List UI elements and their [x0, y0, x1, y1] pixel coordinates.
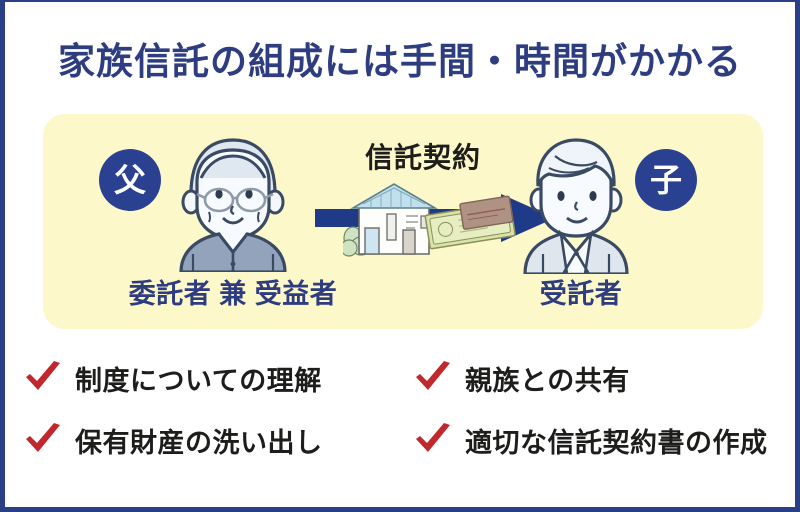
requirements-checklist: 制度についての理解 親族との共有 保有財産の洗い出し: [5, 347, 795, 471]
check-icon: [23, 361, 63, 395]
young-man-icon: [511, 134, 641, 276]
list-item: 親族との共有: [413, 347, 795, 409]
role-label-settlor: 委託者 兼 受益者: [128, 279, 338, 309]
list-item-label: 制度についての理解: [75, 365, 322, 396]
check-icon: [413, 361, 453, 395]
check-icon: [23, 423, 63, 457]
house-and-cash-icon: [340, 176, 533, 258]
page-title: 家族信託の組成には手間・時間がかかる: [58, 41, 742, 82]
list-item-label: 親族との共有: [465, 365, 630, 396]
list-item-label: 保有財産の洗い出し: [75, 427, 323, 458]
badge-child: 子: [635, 149, 697, 211]
contract-caption: 信託契約: [364, 142, 481, 173]
trust-diagram-panel: 父: [43, 114, 763, 329]
list-item-label: 適切な信託契約書の作成: [465, 427, 768, 458]
elderly-man-icon: [163, 132, 303, 274]
badge-father: 父: [99, 149, 161, 211]
list-item: 保有財産の洗い出し: [23, 409, 413, 471]
list-item: 制度についての理解: [23, 347, 413, 409]
list-item: 適切な信託契約書の作成: [413, 409, 795, 471]
role-label-trustee: 受託者: [539, 279, 623, 309]
check-icon: [413, 423, 453, 457]
